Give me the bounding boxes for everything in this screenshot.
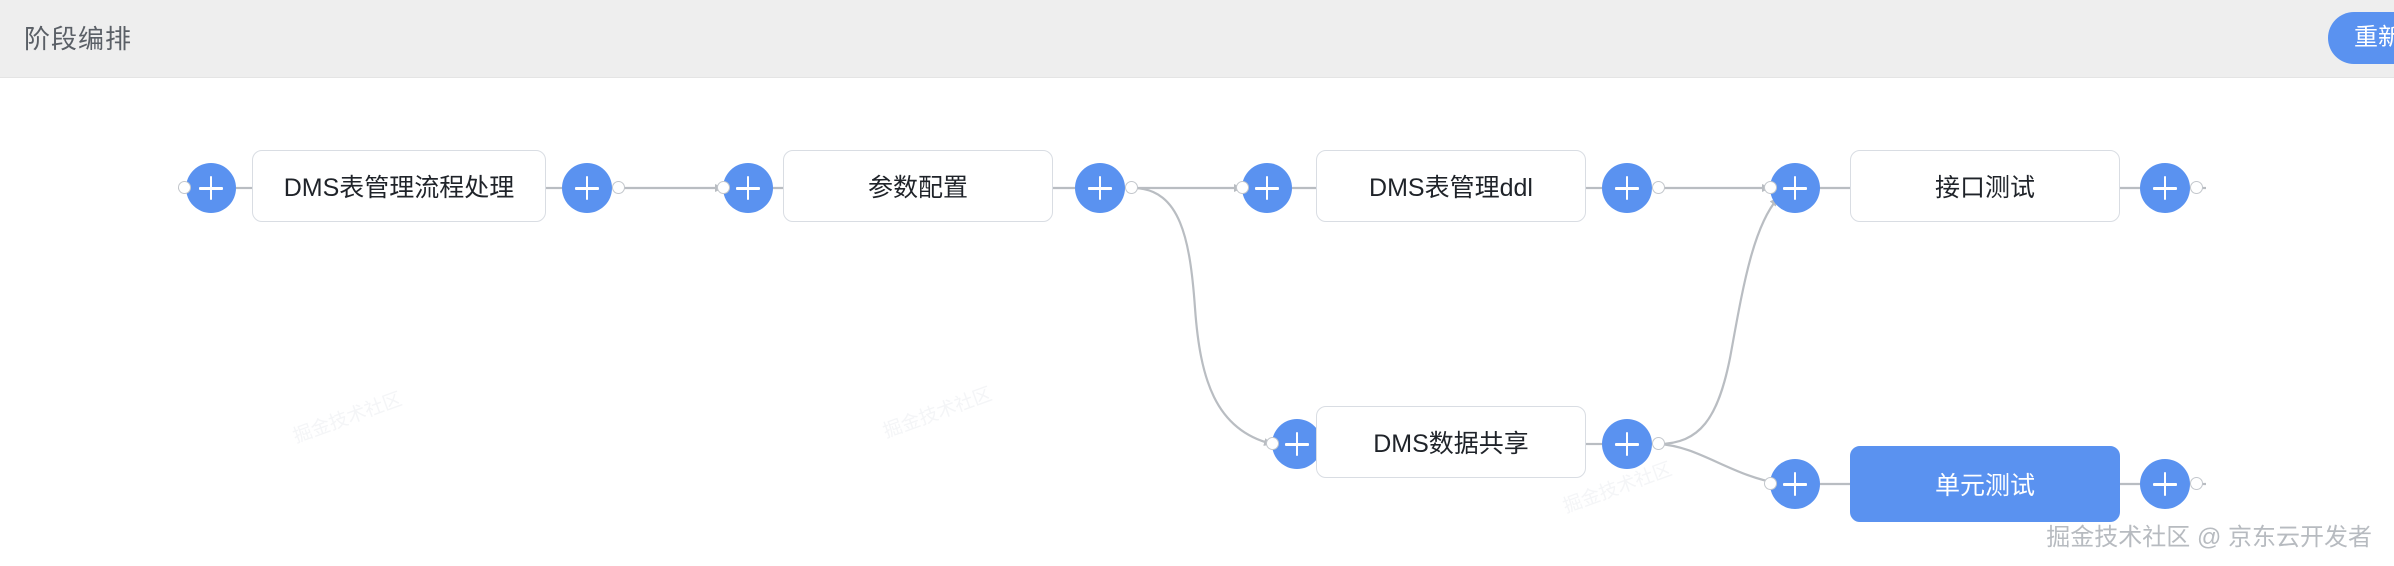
port-left-p3[interactable] xyxy=(717,181,730,194)
stage-node-dms-table-mgmt-ddl[interactable]: DMS表管理ddl xyxy=(1316,150,1586,222)
add-stage-button-before-n5[interactable] xyxy=(1272,419,1322,469)
add-stage-button-before-n2[interactable] xyxy=(723,163,773,213)
page-header: 阶段编排 重新编排 xyxy=(0,0,2394,78)
page-title: 阶段编排 xyxy=(24,24,133,54)
canvas-watermark: 掘金技术社区 xyxy=(880,384,995,443)
credit-watermark: 掘金技术社区 @ 京东云开发者 xyxy=(2046,524,2372,551)
port-left-p7[interactable] xyxy=(1764,181,1777,194)
port-right-p10[interactable] xyxy=(1652,437,1665,450)
canvas-watermark: 掘金技术社区 xyxy=(290,389,405,448)
add-stage-button-after-n1[interactable] xyxy=(562,163,612,213)
port-left-p5[interactable] xyxy=(1236,181,1249,194)
port-left-p11[interactable] xyxy=(1764,477,1777,490)
port-right-p4[interactable] xyxy=(1125,181,1138,194)
add-stage-button-before-n4[interactable] xyxy=(1770,163,1820,213)
port-right-p8[interactable] xyxy=(2190,181,2203,194)
stage-orchestration-canvas[interactable]: 掘金技术社区 掘金技术社区 掘金技术社区 掘金技术社区 xyxy=(0,78,2394,566)
reorchestrate-button[interactable]: 重新编排 xyxy=(2328,12,2394,64)
stage-node-dms-table-mgmt-flow[interactable]: DMS表管理流程处理 xyxy=(252,150,546,222)
port-left-p1[interactable] xyxy=(178,181,191,194)
add-stage-button-before-n3[interactable] xyxy=(1242,163,1292,213)
port-right-p12[interactable] xyxy=(2190,477,2203,490)
stage-node-interface-test[interactable]: 接口测试 xyxy=(1850,150,2120,222)
add-stage-button-after-n6[interactable] xyxy=(2140,459,2190,509)
add-stage-button-before-n1[interactable] xyxy=(186,163,236,213)
port-right-p6[interactable] xyxy=(1652,181,1665,194)
stage-node-dms-data-share[interactable]: DMS数据共享 xyxy=(1316,406,1586,478)
stage-node-unit-test[interactable]: 单元测试 xyxy=(1850,446,2120,522)
add-stage-button-after-n5[interactable] xyxy=(1602,419,1652,469)
stage-node-param-config[interactable]: 参数配置 xyxy=(783,150,1053,222)
port-right-p2[interactable] xyxy=(612,181,625,194)
add-stage-button-after-n3[interactable] xyxy=(1602,163,1652,213)
add-stage-button-after-n2[interactable] xyxy=(1075,163,1125,213)
add-stage-button-before-n6[interactable] xyxy=(1770,459,1820,509)
port-left-p9[interactable] xyxy=(1266,437,1279,450)
add-stage-button-after-n4[interactable] xyxy=(2140,163,2190,213)
